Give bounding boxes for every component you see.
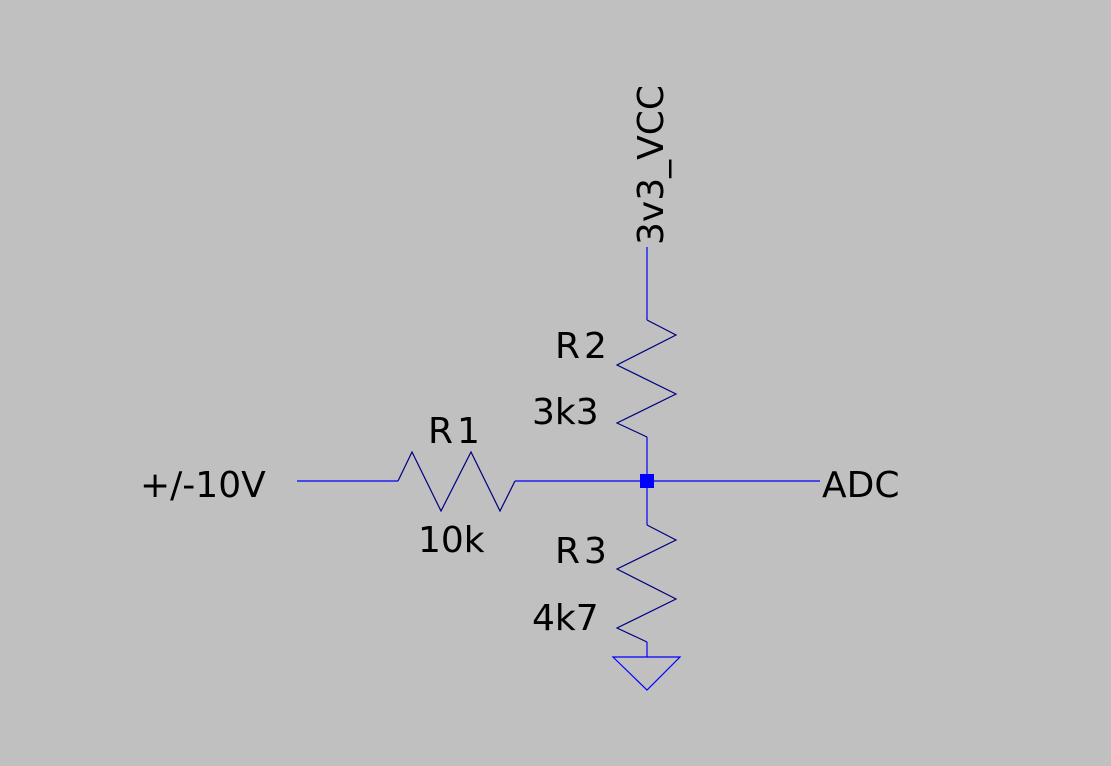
r1-ref: R1 [428,411,484,452]
resistor-r2[interactable] [615,319,678,438]
r2-ref: R2 [555,326,611,367]
junction-dot [640,474,654,488]
resistor-r3[interactable] [615,524,678,643]
ground-icon[interactable] [611,656,682,691]
net-label-vcc[interactable]: 3v3_VCC [631,85,672,245]
r3-ref: R3 [555,531,611,572]
r2-value: 3k3 [532,392,599,433]
r3-value: 4k7 [532,598,599,639]
net-label-adc[interactable]: ADC [822,465,899,506]
net-label-input[interactable]: +/-10V [140,465,266,506]
r1-value: 10k [418,520,485,561]
resistor-r1[interactable] [397,450,516,513]
